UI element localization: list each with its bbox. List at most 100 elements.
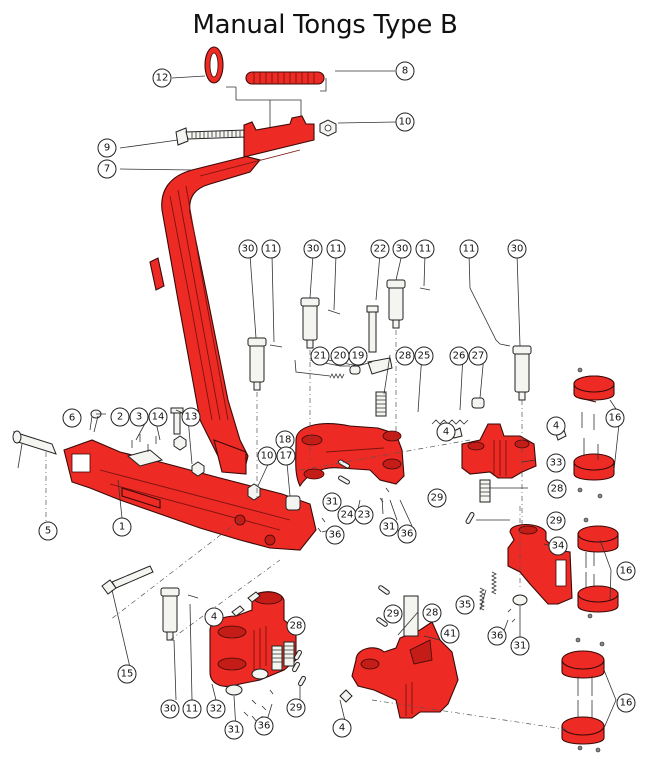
svg-text:36: 36 [329,530,342,541]
svg-text:34: 34 [552,541,565,552]
part-16-die-carrier-5 [561,650,605,718]
callout-12: 12 [152,68,172,88]
callout-15: 15 [117,664,137,684]
svg-text:30: 30 [511,244,524,255]
callout-19: 19 [348,346,368,366]
callout-25: 25 [414,346,434,366]
callout-29-d: 29 [286,698,306,718]
small-nuts [575,367,605,753]
callout-31-b: 31 [379,517,399,537]
callout-21: 21 [310,346,330,366]
diagram-title: Manual Tongs Type B [192,10,458,40]
svg-text:11: 11 [463,244,476,255]
callout-16-b: 16 [616,561,636,581]
part-28-die-b [479,479,491,503]
svg-text:36: 36 [491,631,504,642]
callout-28-d: 28 [422,603,442,623]
svg-text:19: 19 [352,351,365,362]
part-15-bolt [101,565,154,595]
svg-text:35: 35 [459,600,472,611]
callout-14: 14 [148,407,168,427]
part-36-set-screws [243,487,516,717]
part-30-hinge-pin-b [300,297,320,349]
callout-4-a: 4 [436,422,456,442]
part-16-die-carrier-2 [573,438,615,481]
callout-35: 35 [455,595,475,615]
svg-text:11: 11 [186,704,199,715]
svg-text:26: 26 [453,351,466,362]
callout-28-c: 28 [286,616,306,636]
svg-text:20: 20 [334,351,347,362]
callout-13: 13 [181,407,201,427]
svg-text:29: 29 [387,609,400,620]
callout-16-c: 16 [616,693,636,713]
callout-3: 3 [129,407,149,427]
svg-text:2: 2 [117,412,123,423]
callout-5: 5 [38,521,58,541]
svg-text:28: 28 [399,351,412,362]
svg-text:31: 31 [228,725,241,736]
svg-text:31: 31 [326,497,339,508]
part-6-cotter-pin [89,409,102,433]
svg-text:9: 9 [104,143,110,154]
callout-23: 23 [354,505,374,525]
part-10-nut-mid [247,483,261,501]
callout-31-a: 31 [322,492,342,512]
callout-41: 41 [440,624,460,644]
svg-text:8: 8 [402,66,408,77]
part-30-hinge-pin-a [247,337,267,391]
callout-36-d: 36 [254,716,274,736]
svg-text:10: 10 [261,451,274,462]
svg-text:18: 18 [279,435,292,446]
svg-text:30: 30 [164,704,177,715]
callout-20: 20 [330,346,350,366]
part-31-washer-right [512,594,528,606]
callout-7: 7 [97,159,117,179]
callout-4-d: 4 [332,718,352,738]
callout-11-e: 11 [182,699,202,719]
callout-29-a: 29 [427,488,447,508]
svg-text:28: 28 [551,484,564,495]
part-28-die-d [403,595,419,637]
svg-text:30: 30 [396,244,409,255]
svg-text:11: 11 [419,244,432,255]
svg-text:33: 33 [550,458,563,469]
svg-text:11: 11 [265,244,278,255]
svg-text:11: 11 [330,244,343,255]
svg-text:36: 36 [258,721,271,732]
callout-4-b: 4 [546,416,566,436]
part-33-jaw [461,423,537,479]
callout-11-c: 11 [415,239,435,259]
svg-text:16: 16 [620,698,633,709]
callout-1: 1 [112,517,132,537]
svg-text:27: 27 [472,351,485,362]
callout-30-c: 30 [392,239,412,259]
svg-text:28: 28 [290,621,303,632]
callout-10-mid: 10 [257,446,277,466]
part-8-grip-handle [245,71,325,85]
callout-24: 24 [337,505,357,525]
part-14-nut [173,435,205,477]
svg-text:32: 32 [210,704,223,715]
svg-text:36: 36 [401,529,414,540]
svg-text:3: 3 [136,412,142,423]
svg-text:29: 29 [431,493,444,504]
part-3-screws [131,434,157,452]
part-16-die-carrier-1 [573,375,615,430]
part-28-dies-c [271,641,295,671]
callout-29-b: 29 [546,511,566,531]
part-41-jaw [351,621,459,719]
part-19-block [367,357,393,375]
svg-text:16: 16 [620,566,633,577]
svg-text:31: 31 [383,522,396,533]
part-5-hinge-pin [12,430,57,455]
svg-text:4: 4 [443,427,449,438]
callout-11-a: 11 [261,239,281,259]
svg-text:16: 16 [609,413,622,424]
svg-text:4: 4 [211,612,217,623]
svg-text:30: 30 [242,244,255,255]
callout-29-c: 29 [383,604,403,624]
callout-8: 8 [395,61,415,81]
svg-text:7: 7 [104,164,110,175]
